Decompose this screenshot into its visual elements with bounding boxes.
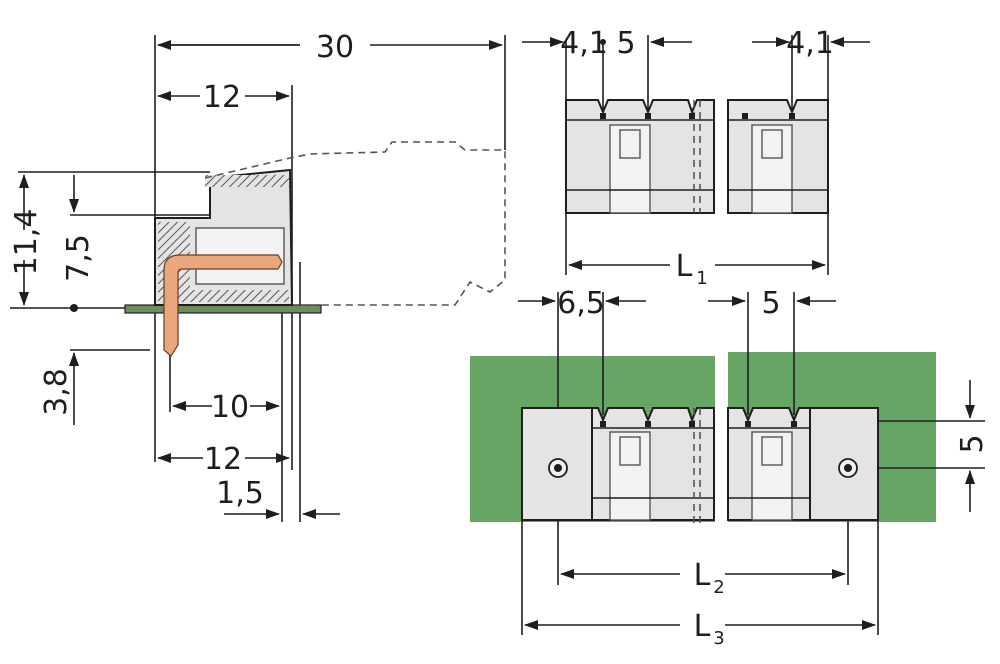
pin-marker: [789, 113, 795, 119]
pin-marker: [600, 421, 606, 427]
dim-30-label: 30: [316, 30, 354, 65]
dim-12-top-label: 12: [203, 80, 241, 115]
origin-dot: [70, 304, 78, 312]
dim-10-label: 10: [211, 390, 249, 425]
mating-plug-outline: [204, 141, 506, 306]
dim-1-5-label: 1,5: [216, 476, 264, 511]
pcb-view: 6,5 5 5 L: [470, 286, 990, 649]
screw-hole-center: [554, 464, 562, 472]
latch-window: [619, 129, 641, 159]
dim-6-5-label: 6,5: [557, 286, 605, 321]
header-pin: [163, 254, 283, 357]
pin-marker: [600, 113, 606, 119]
latch-window: [619, 436, 641, 466]
dim-dot: [600, 39, 606, 45]
pin-marker: [742, 113, 748, 119]
screw-hole-center: [844, 464, 852, 472]
dim-L3-subscript: 3: [713, 628, 724, 649]
dim-4-1-right-label: 4,1: [786, 26, 834, 61]
housing-hatch: [205, 175, 289, 187]
side-view: 30 12 11,4 7,5 3,8 10 12 1,5: [9, 30, 506, 522]
latch-window: [761, 436, 783, 466]
pin-marker: [791, 421, 797, 427]
dim-5-pitch-label: 5: [616, 26, 635, 61]
pin-marker: [645, 113, 651, 119]
pcb-section: [124, 304, 322, 314]
dim-11-4-label: 11,4: [9, 209, 44, 276]
dim-L1-label: L: [676, 249, 693, 284]
dim-L2-label: L: [694, 558, 711, 593]
pin-marker: [689, 113, 695, 119]
pin-marker: [645, 421, 651, 427]
dim-7-5-label: 7,5: [61, 234, 96, 282]
dim-L3-label: L: [694, 609, 711, 644]
latch-window: [761, 129, 783, 159]
dim-12-bottom-label: 12: [204, 442, 242, 477]
housing-hatch: [190, 290, 289, 302]
pin-marker: [745, 421, 751, 427]
dim-L2-subscript: 2: [713, 577, 724, 598]
pin-marker: [689, 421, 695, 427]
dim-3-8-label: 3,8: [39, 368, 74, 416]
top-view: 4,1 5 4,1 L 1: [522, 26, 870, 289]
dim-5-vertical-label: 5: [955, 434, 990, 453]
dim-4-1-left-label: 4,1: [560, 26, 608, 61]
dim-5-pitch-bottom-label: 5: [761, 286, 780, 321]
dim-L1-subscript: 1: [696, 268, 707, 289]
